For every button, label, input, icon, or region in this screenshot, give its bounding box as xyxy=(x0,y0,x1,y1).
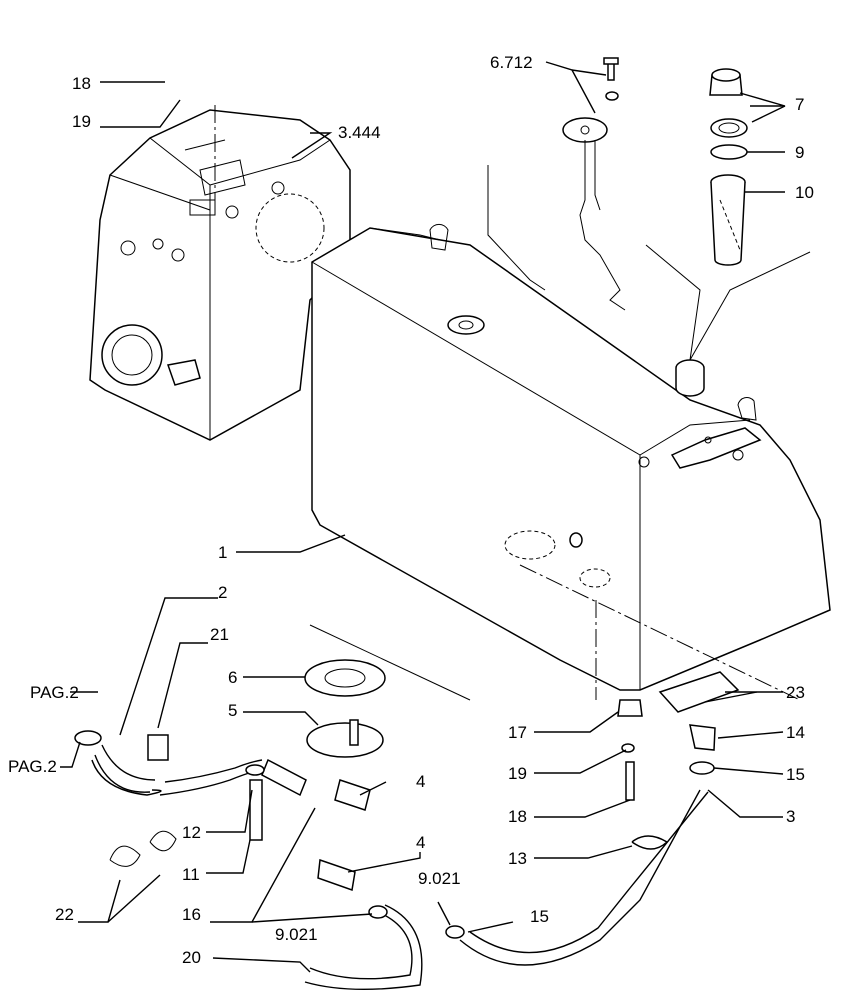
callout-9: 9 xyxy=(795,143,804,162)
callout-5: 5 xyxy=(228,701,237,720)
callout-3: 3 xyxy=(786,807,795,826)
fuel-tank-1 xyxy=(311,223,831,701)
callout-2: 2 xyxy=(218,583,227,602)
callout-18-top: 18 xyxy=(72,74,91,93)
callout-21: 21 xyxy=(210,625,229,644)
housing-3444 xyxy=(89,105,351,441)
callout-18-bottom: 18 xyxy=(508,807,527,826)
callout-20: 20 xyxy=(182,948,201,967)
callout-14: 14 xyxy=(786,723,805,742)
callout-4-lower: 4 xyxy=(416,833,425,852)
callout-16: 16 xyxy=(182,905,201,924)
callout-6: 6 xyxy=(228,668,237,687)
callout-13: 13 xyxy=(508,849,527,868)
callout-23: 23 xyxy=(786,683,805,702)
callout-15-right: 15 xyxy=(786,765,805,784)
callout-11: 11 xyxy=(182,865,200,884)
fuel-level-sender-6712 xyxy=(487,57,626,311)
callout-9021-right: 9.021 xyxy=(418,869,461,888)
callout-12: 12 xyxy=(182,823,201,842)
callout-pag2-bottom: PAG.2 xyxy=(8,757,57,776)
callout-labels: 18 19 3.444 6.712 7 9 10 1 2 21 6 5 PAG.… xyxy=(8,53,814,967)
callout-19-bottom: 19 xyxy=(508,764,527,783)
callout-1: 1 xyxy=(218,543,227,562)
hoses-right xyxy=(304,671,740,991)
callout-9021-left: 9.021 xyxy=(275,925,318,944)
callout-4-upper: 4 xyxy=(416,772,425,791)
callout-19-top: 19 xyxy=(72,112,91,131)
callout-15-bottom: 15 xyxy=(530,907,549,926)
callout-17: 17 xyxy=(508,723,527,742)
hoses-left xyxy=(74,730,307,867)
filler-cap-assembly xyxy=(645,68,811,361)
callout-3444: 3.444 xyxy=(338,123,381,142)
callout-10: 10 xyxy=(795,183,814,202)
flange-and-plate xyxy=(304,624,471,811)
callout-22: 22 xyxy=(55,905,74,924)
callout-6712: 6.712 xyxy=(490,53,533,72)
leader-lines xyxy=(60,61,786,973)
callout-7: 7 xyxy=(795,95,804,114)
callout-pag2-top: PAG.2 xyxy=(30,683,79,702)
